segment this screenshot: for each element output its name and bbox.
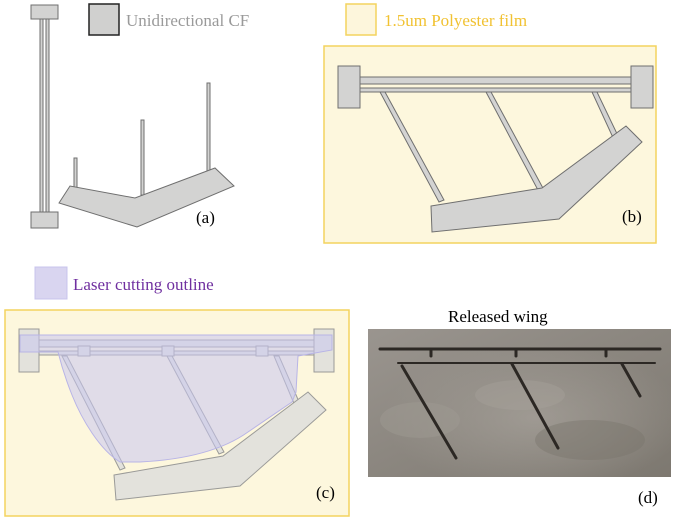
photo-texture-1	[380, 402, 460, 438]
legend-film-swatch	[345, 3, 377, 36]
legend-cf-swatch	[88, 3, 120, 36]
vein-rod-1	[73, 157, 78, 191]
trailing-frame-c	[113, 391, 327, 501]
vein-b-1	[379, 91, 445, 203]
panel-d-label: (d)	[638, 488, 658, 507]
legend-cf-label: Unidirectional CF	[126, 11, 249, 30]
legend-film: 1.5um Polyester film	[345, 3, 527, 36]
panel-b-label: (b)	[622, 207, 642, 226]
photo-wing-rods	[378, 347, 662, 460]
legend-cf: Unidirectional CF	[88, 3, 249, 36]
panel-b: (b)	[323, 45, 657, 244]
photo-vein-1	[400, 364, 458, 460]
laser-cutting-outline	[19, 334, 333, 463]
vein-rod-2	[140, 119, 145, 196]
spar-rod-right	[45, 18, 50, 213]
spar-bottom-cap	[30, 211, 59, 229]
panel-c-label: (c)	[316, 483, 335, 502]
panel-c: (c)	[4, 309, 350, 517]
spar-rod-bottom-b	[359, 87, 632, 93]
panel-d-title: Released wing	[448, 307, 548, 326]
spar-rod-top-b	[359, 76, 632, 85]
vein-rod-3	[206, 82, 211, 172]
legend-laser-label: Laser cutting outline	[73, 275, 214, 294]
legend-film-label: 1.5um Polyester film	[384, 11, 527, 30]
photo-texture-3	[475, 380, 565, 410]
spar-left-cap-b	[337, 65, 361, 109]
spar-top-cap	[30, 4, 59, 20]
panel-a-label: (a)	[196, 208, 215, 227]
legend-laser: Laser cutting outline	[34, 266, 214, 300]
trailing-frame-b	[430, 125, 643, 233]
photo-texture-2	[535, 420, 645, 460]
panel-a: (a)	[30, 4, 235, 229]
trailing-frame-a	[58, 167, 235, 228]
spar-right-cap-b	[630, 65, 654, 109]
spar-rod-left	[39, 18, 44, 213]
photo-vein-2	[510, 362, 560, 450]
legend-laser-swatch	[34, 266, 68, 300]
panel-d: Released wing (d)	[368, 307, 671, 507]
photo-vein-3	[620, 362, 642, 398]
